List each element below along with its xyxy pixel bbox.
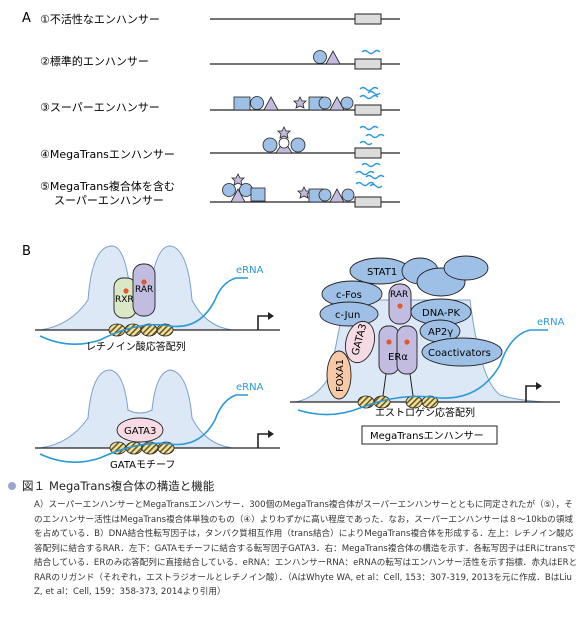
caption-header: 図１ MegaTrans複合体の構造と機能 — [8, 478, 580, 494]
coactivators-label: Coactivators — [428, 348, 491, 359]
figure-title: MegaTrans複合体の構造と機能 — [49, 479, 215, 493]
gene-box — [354, 58, 382, 70]
panel-b-label: B — [22, 244, 31, 259]
rar-label: RAR — [390, 290, 408, 300]
row-super-enhancer: ③スーパーエンハンサー — [40, 86, 400, 116]
bullet-dot-icon — [8, 482, 16, 490]
ap2-label: AP2γ — [428, 327, 453, 338]
rare-caption: レチノイン酸応答配列 — [86, 340, 186, 353]
row-3-label: ③スーパーエンハンサー — [40, 101, 160, 114]
figure-caption: 図１ MegaTrans複合体の構造と機能 A）スーパーエンハンサーとMegaT… — [8, 478, 580, 600]
megatrans-diagram: STAT1 c-Fos c-Jun RAR DNA-PK AP2γ Coacti… — [290, 255, 565, 445]
dnapk-label: DNA-PK — [422, 308, 460, 319]
stat1-label: STAT1 — [367, 267, 397, 278]
row-typical-enhancer: ②標準的エンハンサー — [40, 49, 400, 70]
erna-wave — [361, 49, 381, 55]
row-5-label-2: スーパーエンハンサー — [54, 194, 164, 207]
foxa1-protein — [326, 350, 352, 400]
megatrans-box-label: MegaTransエンハンサー — [370, 430, 484, 442]
coactivators-protein — [421, 337, 503, 367]
er-protein-right — [396, 325, 418, 375]
tf-triangle — [325, 50, 341, 65]
tf-circle — [313, 50, 327, 64]
ligand-dot — [404, 339, 410, 345]
cjun-label: c-Jun — [335, 310, 360, 321]
ligand-dot — [397, 303, 403, 309]
gata3-label: GATA3 — [124, 426, 156, 437]
row-inactive-enhancer: ①不活性なエンハンサー — [40, 12, 400, 26]
gata-diagram: GATA3 eRNA GATAモチーフ — [35, 369, 280, 471]
cjun-protein — [319, 301, 379, 327]
erna-strand — [39, 394, 248, 463]
ligand-dot — [141, 279, 147, 285]
erna-label: eRNA — [236, 382, 264, 393]
caption-body: A）スーパーエンハンサーとMegaTransエンハンサー．300個のMegaTr… — [34, 500, 578, 597]
ligand-dot — [123, 288, 129, 294]
row-megatrans-super-enhancer: ⑤MegaTrans複合体を含む スーパーエンハンサー — [40, 162, 400, 208]
erna-strand — [297, 329, 548, 416]
er-protein-left — [378, 325, 400, 375]
gata3-protein — [116, 417, 164, 443]
gata3-protein — [344, 320, 376, 364]
row-megatrans-enhancer: ④MegaTransエンハンサー — [40, 125, 400, 161]
ere-caption: エストロゲン応答配列 — [375, 406, 475, 419]
row-4-label: ④MegaTransエンハンサー — [40, 148, 175, 161]
megatrans-box — [361, 425, 498, 445]
cfos-label: c-Fos — [336, 290, 362, 301]
ligand-dot — [386, 339, 392, 345]
gata-caption: GATAモチーフ — [110, 459, 175, 471]
foxa1-label: FOXA1 — [335, 359, 346, 392]
figure-number: 図１ — [22, 479, 45, 493]
rar-label: RAR — [135, 285, 153, 295]
rare-diagram: RXR RAR eRNA レチノイン酸応答配列 — [35, 245, 280, 353]
rxr-label: RXR — [115, 295, 134, 305]
panel-a-label: A — [22, 11, 31, 26]
erna-strand — [39, 277, 248, 345]
rar-protein — [132, 263, 156, 317]
erna-label: eRNA — [236, 265, 264, 276]
gene-box — [354, 13, 382, 25]
row-2-label: ②標準的エンハンサー — [40, 54, 149, 68]
chromatin-peak — [39, 369, 233, 449]
er-label: ERα — [388, 352, 408, 363]
row-1-label: ①不活性なエンハンサー — [40, 12, 160, 26]
row-5-label: ⑤MegaTrans複合体を含む — [40, 179, 175, 193]
erna-label: eRNA — [537, 317, 565, 328]
